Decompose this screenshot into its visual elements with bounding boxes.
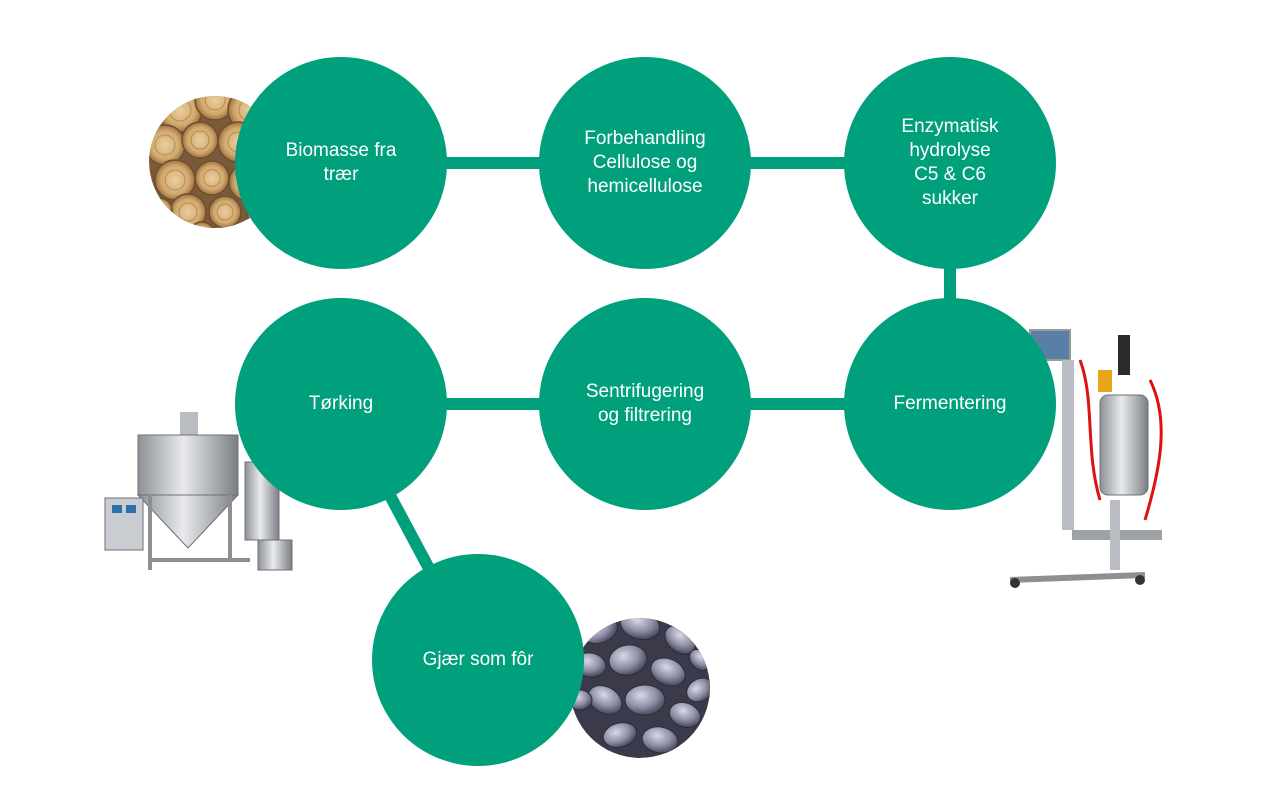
yeast-cell (641, 726, 679, 754)
log-ring (190, 130, 210, 150)
log-end (227, 225, 253, 228)
yeast-cell (602, 722, 638, 748)
log-ring (153, 203, 167, 217)
yeast-cell (587, 685, 623, 715)
node-pretreatment (539, 57, 751, 269)
yeast-cell (650, 657, 686, 687)
yeast-cell (608, 644, 648, 676)
log-ring (234, 232, 246, 244)
node-hydrolysis (844, 57, 1056, 269)
node-yeast-feed (372, 554, 584, 766)
node-centrifugation (539, 298, 751, 510)
yeast-cell (686, 677, 710, 703)
yeast-cell (624, 684, 666, 716)
yeast-cell (668, 701, 702, 729)
log-end (208, 195, 242, 228)
node-drying (235, 298, 447, 510)
process-nodes (235, 57, 1056, 766)
log-end (194, 160, 230, 196)
log-ring (203, 169, 221, 187)
log-ring (216, 203, 234, 221)
log-ring (164, 169, 186, 191)
log-ring (154, 134, 176, 156)
log-end (181, 121, 219, 159)
bioreactor-photo (1009, 329, 1163, 588)
log-ring (196, 229, 209, 242)
log-end (149, 197, 173, 223)
log-ring (204, 96, 226, 111)
log-end (149, 124, 186, 166)
node-fermentation (844, 298, 1056, 510)
log-end (188, 221, 216, 228)
node-biomass (235, 57, 447, 269)
yeast-cells-photo (570, 618, 710, 758)
log-ring (178, 202, 198, 222)
